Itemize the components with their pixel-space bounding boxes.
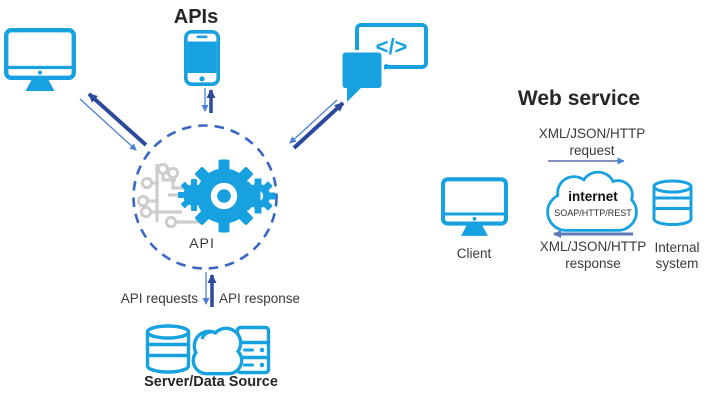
api-requests-label: API requests (120, 291, 198, 306)
web-service-title: Web service (517, 87, 641, 110)
smartphone-icon (184, 30, 220, 86)
code-chat-bubbles-icon: </> (339, 23, 428, 101)
client-computer-icon (441, 177, 508, 236)
ws-request-line2: request (569, 143, 615, 158)
hub-to-desktop-arrow (87, 92, 148, 147)
ws-request-line1: XML/JSON/HTTP (538, 126, 646, 141)
desktop-computer-icon (4, 28, 76, 91)
code-glyph: </> (376, 34, 408, 59)
internal-system-line1: Internal (654, 240, 700, 255)
datastore-label: Server/Data Source (144, 374, 278, 390)
internet-cloud-icon: internet SOAP/HTTP/REST (546, 170, 638, 232)
internal-system-line2: system (655, 256, 699, 271)
protocols-label: SOAP/HTTP/REST (554, 208, 632, 218)
big-gear (187, 159, 261, 233)
internal-system-database-icon (652, 179, 693, 226)
apis-title: APIs (173, 6, 219, 28)
chat-to-hub-arrow (289, 99, 338, 144)
ws-response-line2: response (565, 256, 621, 271)
api-response-label: API response (219, 291, 301, 306)
hub-to-chat-arrow (292, 101, 345, 150)
circuit-traces (147, 164, 200, 224)
internet-label: internet (568, 189, 618, 204)
api-hub-gears-icon: API (132, 124, 278, 270)
desktop-to-hub-arrow (79, 98, 137, 151)
client-label: Client (456, 246, 492, 261)
database-cloud-server-icon (145, 324, 271, 376)
api-hub-label: API (189, 236, 215, 252)
ws-response-line1: XML/JSON/HTTP (539, 239, 647, 254)
